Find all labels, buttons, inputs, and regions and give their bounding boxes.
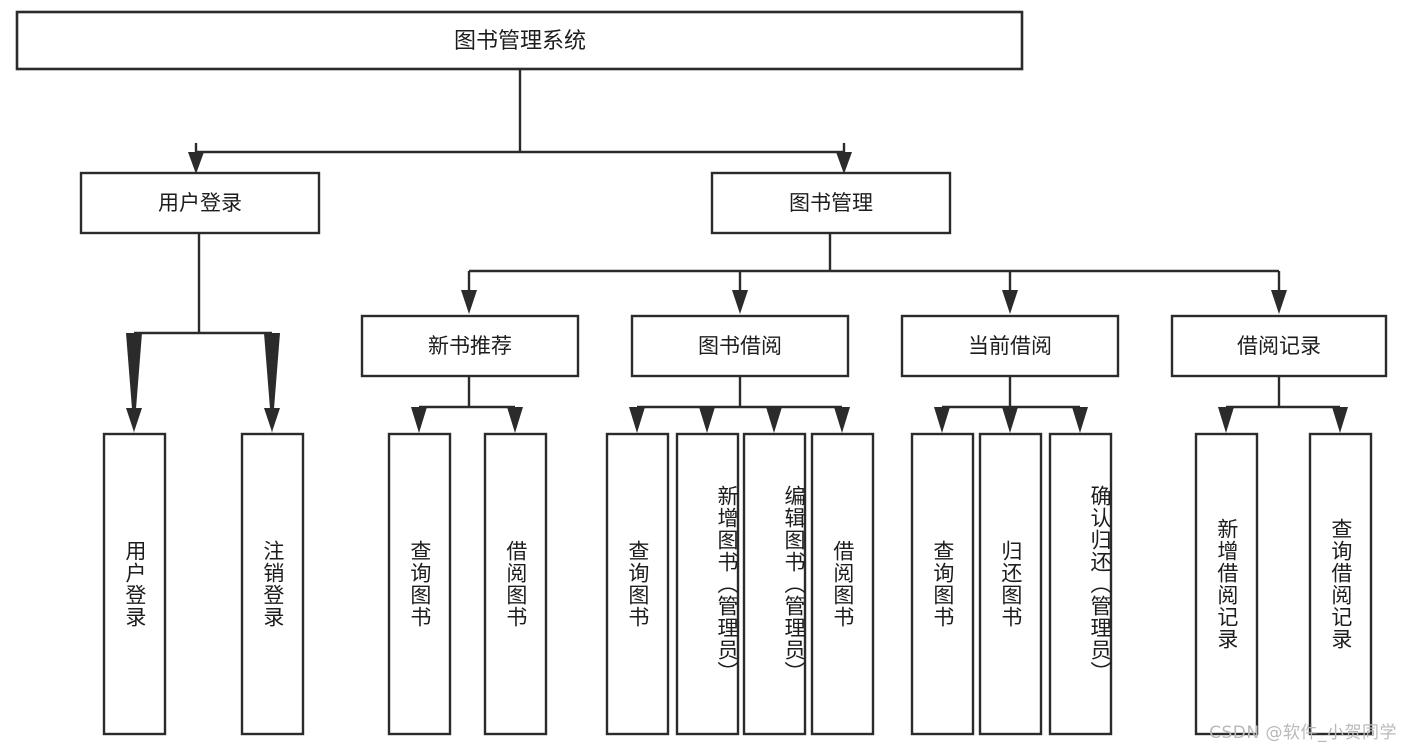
node-book-management[interactable]: 图书管理 xyxy=(710,171,952,235)
arrow-head-icon xyxy=(507,407,523,433)
leaf-node-boxes xyxy=(102,432,1373,736)
connector-new-books-to-leaves xyxy=(411,377,523,433)
node-book-borrow-label: 图书借阅 xyxy=(698,334,782,358)
arrow-head-icon xyxy=(1218,407,1234,433)
connector-book-borrow-to-leaves xyxy=(629,377,850,433)
connector-user-login-to-leaves xyxy=(126,233,280,434)
leaf-box-edit-book-admin[interactable] xyxy=(742,432,807,736)
arrow-head-icon xyxy=(411,407,427,433)
leaf-box-add-book-admin[interactable] xyxy=(675,432,740,736)
node-current-borrow-label: 当前借阅 xyxy=(968,334,1052,358)
connector-borrow-records-to-leaves xyxy=(1218,377,1348,433)
node-borrow-records-label: 借阅记录 xyxy=(1237,334,1321,358)
arrow-head-icon xyxy=(1002,407,1018,433)
connector-root-to-level2 xyxy=(188,69,852,174)
node-new-book-recommend[interactable]: 新书推荐 xyxy=(360,314,580,378)
node-current-borrow[interactable]: 当前借阅 xyxy=(900,314,1120,378)
connector-current-borrow-to-leaves xyxy=(934,377,1088,433)
node-user-login-label: 用户登录 xyxy=(158,191,242,215)
arrow-head-icon xyxy=(1002,290,1018,314)
node-new-book-recommend-label: 新书推荐 xyxy=(428,334,512,358)
arrow-head-icon xyxy=(732,290,748,314)
arrow-head-icon xyxy=(1271,290,1287,314)
leaf-box-borrow-book-2[interactable] xyxy=(810,432,875,736)
arrow-head-icon xyxy=(766,407,782,433)
node-book-management-label: 图书管理 xyxy=(789,191,873,215)
leaf-box-user-login[interactable] xyxy=(102,432,167,736)
arrow-head-icon xyxy=(836,152,852,174)
leaf-box-query-record[interactable] xyxy=(1308,432,1373,736)
arrow-head-icon xyxy=(188,152,204,174)
arrow-head-icon xyxy=(264,408,280,432)
arrow-head-icon xyxy=(126,408,142,432)
leaf-box-borrow-book-1[interactable] xyxy=(483,432,548,736)
node-root-system[interactable]: 图书管理系统 xyxy=(15,10,1024,71)
arrow-head-icon xyxy=(461,290,477,314)
arrow-head-icon xyxy=(699,407,715,433)
leaf-box-query-book-2[interactable] xyxy=(605,432,670,736)
node-borrow-records[interactable]: 借阅记录 xyxy=(1170,314,1388,378)
leaf-box-logout[interactable] xyxy=(240,432,305,736)
node-root-system-label: 图书管理系统 xyxy=(454,29,586,54)
watermark-text: CSDN @软件_小贺同学 xyxy=(1209,723,1397,743)
arrow-head-icon xyxy=(1072,407,1088,433)
leaf-box-query-book-1[interactable] xyxy=(387,432,452,736)
leaf-box-confirm-return[interactable] xyxy=(1048,432,1113,736)
node-user-login[interactable]: 用户登录 xyxy=(79,171,321,235)
arrow-head-icon xyxy=(934,407,950,433)
leaf-box-add-record[interactable] xyxy=(1194,432,1259,736)
arrow-head-icon xyxy=(834,407,850,433)
leaf-box-query-book-3[interactable] xyxy=(910,432,975,736)
leaf-box-return-book[interactable] xyxy=(978,432,1043,736)
arrow-head-icon xyxy=(1332,407,1348,433)
node-book-borrow[interactable]: 图书借阅 xyxy=(630,314,850,378)
arrow-head-icon xyxy=(629,407,645,433)
connector-book-mgmt-to-level3 xyxy=(461,233,1287,314)
